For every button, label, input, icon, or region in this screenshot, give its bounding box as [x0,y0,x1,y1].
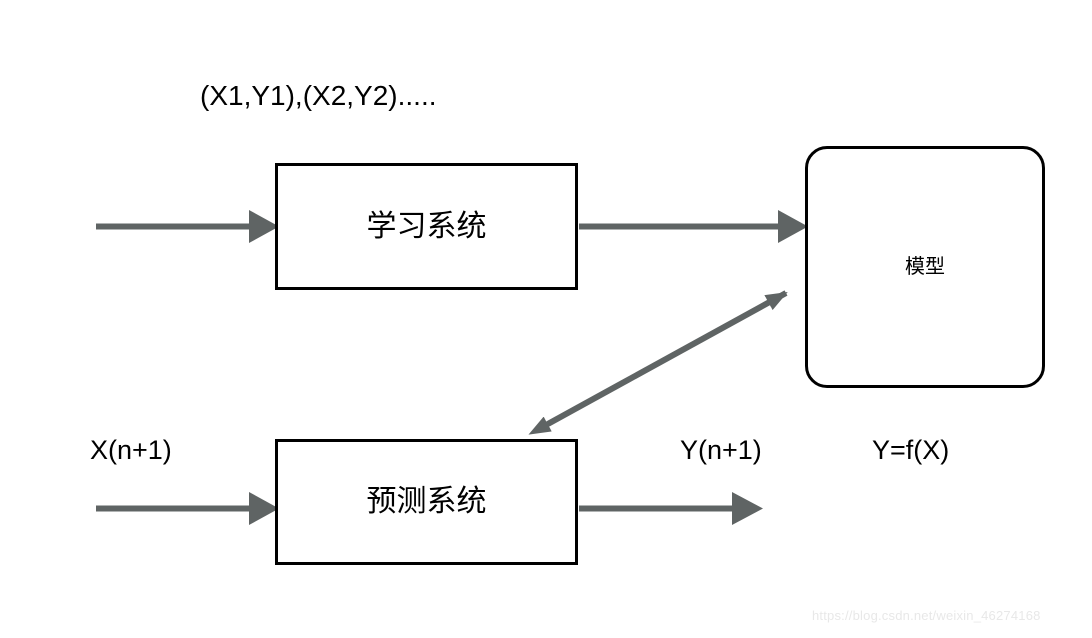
arrow-prediction-system-to-output [579,492,763,525]
model-label: 模型 [905,256,945,278]
learning-system-label: 学习系统 [366,209,487,243]
arrow-input-to-prediction-system [96,492,279,525]
model-box[interactable]: 模型 [805,146,1045,388]
prediction-system-label: 预测系统 [366,485,487,518]
input-x-label: X(n+1) [90,435,172,465]
formula-label: Y=f(X) [872,435,950,465]
arrow-model-prediction-system-link [528,290,788,435]
watermark: https://blog.csdn.net/weixin_46274168 [812,608,1041,623]
prediction-system-box[interactable]: 预测系统 [275,439,578,565]
arrow-training-data-to-learning-system [96,210,279,243]
output-y-label: Y(n+1) [680,435,762,465]
arrow-learning-system-to-model [579,210,808,243]
training-data-label: (X1,Y1),(X2,Y2)..... [200,80,437,111]
learning-system-box[interactable]: 学习系统 [275,163,578,290]
